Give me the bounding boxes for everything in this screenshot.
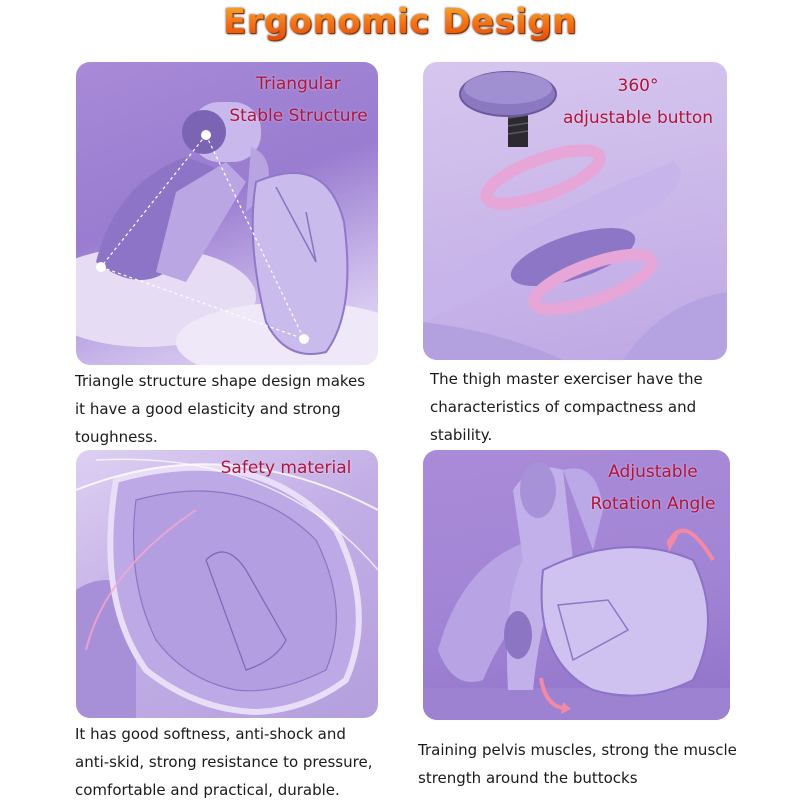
caption-line: anti-skid, strong resistance to pressure… <box>75 753 373 771</box>
caption-line: stability. <box>430 426 493 444</box>
feature-label-line: Adjustable <box>608 462 698 482</box>
feature-caption: Triangle structure shape design makes it… <box>75 367 365 451</box>
caption-line: strength around the buttocks <box>418 769 638 787</box>
caption-line: Training pelvis muscles, strong the musc… <box>418 741 737 759</box>
feature-label-line: 360° <box>617 76 659 96</box>
feature-label-line: adjustable button <box>562 108 714 128</box>
feature-label-line: Triangular <box>256 74 341 94</box>
feature-caption: Training pelvis muscles, strong the musc… <box>418 736 737 792</box>
thigh-master-illustration-icon <box>76 102 378 365</box>
caption-line: it have a good elasticity and strong <box>75 400 341 418</box>
rotation-angle-illustration-icon <box>423 462 730 720</box>
feature-image-triangular-structure: Triangular Stable Structure <box>76 62 378 365</box>
feature-label-line: Safety material <box>220 458 352 478</box>
caption-line: characteristics of compactness and <box>430 398 697 416</box>
feature-label: Safety material <box>196 452 376 484</box>
caption-line: Triangle structure shape design makes <box>75 372 366 390</box>
feature-caption: It has good softness, anti-shock and ant… <box>75 720 372 804</box>
feature-label: 360° adjustable button <box>553 70 723 134</box>
feature-image-adjustable-button: 360° adjustable button <box>423 62 727 360</box>
adjustable-knob-illustration-icon <box>423 71 727 360</box>
feature-label-line: Stable Structure <box>229 106 368 126</box>
feature-caption: The thigh master exerciser have the char… <box>430 365 703 449</box>
feature-label-line: Rotation Angle <box>590 494 716 514</box>
caption-line: toughness. <box>75 428 158 446</box>
feature-image-rotation-angle: Adjustable Rotation Angle <box>423 450 730 720</box>
caption-line: It has good softness, anti-shock and <box>75 725 346 743</box>
feature-label: Triangular Stable Structure <box>226 68 371 132</box>
caption-line: comfortable and practical, durable. <box>75 781 340 799</box>
page-title: Ergonomic Design <box>0 2 800 42</box>
feature-image-safety-material: Safety material <box>76 450 378 718</box>
caption-line: The thigh master exerciser have the <box>430 370 703 388</box>
feature-label: Adjustable Rotation Angle <box>573 456 730 520</box>
pad-closeup-illustration-icon <box>76 458 378 718</box>
